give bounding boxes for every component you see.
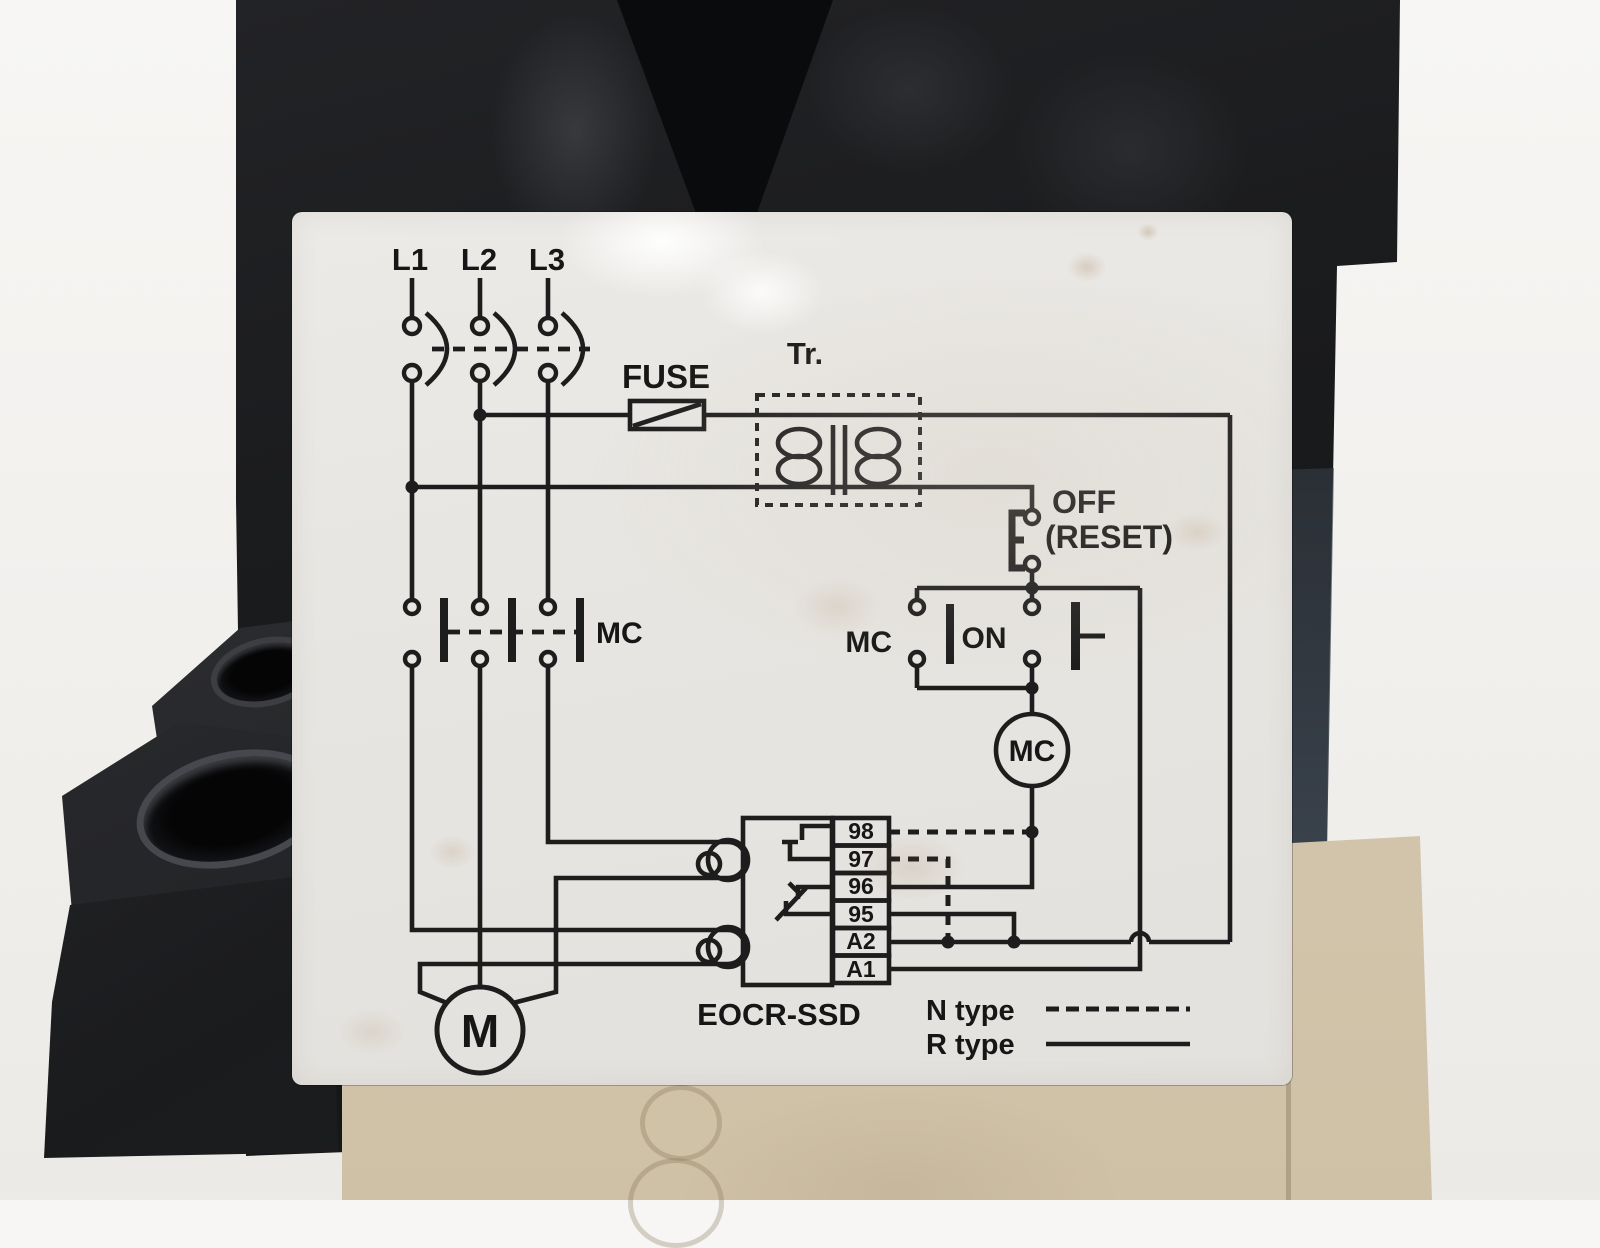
wiring-label-sticker: L1 L2 L3 FUSE Tr.	[292, 212, 1292, 1085]
label-wear-marks	[292, 212, 1292, 1085]
device-lower-wedge	[44, 876, 338, 1158]
plate-emboss-circle	[640, 1085, 722, 1161]
plate-emboss-circle	[628, 1158, 724, 1248]
